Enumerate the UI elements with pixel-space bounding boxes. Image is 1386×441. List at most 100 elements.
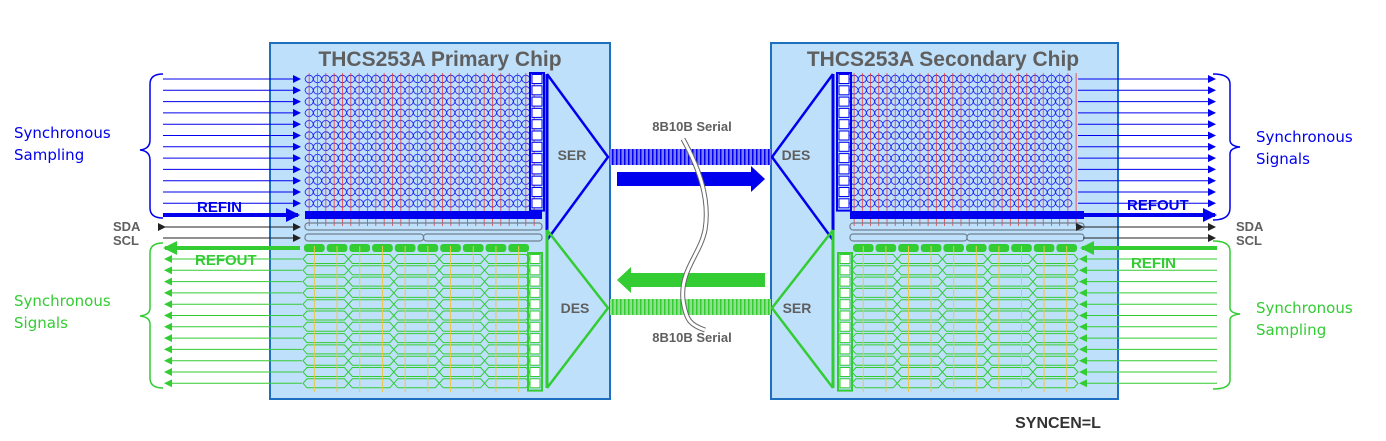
register-cell: [531, 107, 543, 118]
primary-chip-body: [269, 42, 611, 400]
blue-data-row: [304, 74, 531, 84]
primary-green-signal-grid: [302, 244, 543, 392]
green-data-cell: [1032, 276, 1079, 287]
left-top-brace: [139, 73, 164, 219]
reverse-direction-arrow: [617, 267, 765, 293]
register-cell: [838, 119, 850, 130]
register-cell: [531, 74, 543, 84]
register-cell: [838, 164, 850, 175]
left-sampling-inputs: [163, 75, 301, 208]
register-cell: [839, 333, 851, 344]
left-scl-label: SCL: [113, 233, 139, 248]
right-bottom-brace: [1212, 240, 1241, 390]
scl-bus-b: [422, 233, 543, 242]
register-cell: [529, 355, 541, 366]
secondary-blue-signal-grid: [836, 72, 1085, 242]
left-io: REFIN SDA SCL REFOUT Synchronous Samplin…: [14, 73, 302, 389]
register-cell: [529, 344, 541, 355]
blue-data-row: [849, 108, 1073, 118]
sda-bus: [304, 222, 543, 231]
green-data-cell: [1032, 310, 1079, 321]
serial-reverse-lane: [610, 299, 771, 315]
reference-clock-bar: [850, 211, 1084, 219]
register-cell: [839, 355, 851, 366]
green-data-cell: [1032, 367, 1079, 377]
right-top-brace: [1212, 73, 1241, 221]
right-signal-outputs: [1078, 75, 1216, 208]
register-cell: [838, 107, 850, 118]
blue-data-row: [304, 165, 531, 174]
blue-data-row: [304, 131, 531, 140]
register-cell: [838, 175, 850, 186]
secondary-green-sampling-grid: [837, 244, 1079, 392]
register-cell: [529, 299, 541, 310]
serial-top-label: 8B10B Serial: [652, 119, 732, 134]
register-cell: [531, 187, 543, 197]
register-cell: [839, 321, 851, 332]
register-cell: [529, 310, 541, 321]
right-scl-label: SCL: [1236, 233, 1262, 248]
secondary-refout-label: REFOUT: [1127, 197, 1189, 214]
register-cell: [838, 153, 850, 164]
register-column: [529, 72, 545, 212]
register-cell: [529, 321, 541, 332]
blue-data-row: [304, 142, 531, 151]
register-cell: [531, 85, 543, 96]
blue-data-row: [304, 120, 531, 129]
register-cell: [531, 96, 543, 107]
left-bottom-brace: [139, 242, 164, 389]
register-cell: [838, 74, 850, 84]
register-cell: [838, 141, 850, 152]
right-top-group-label: Synchronous Signals: [1256, 128, 1357, 168]
primary-ser-label: SER: [558, 147, 587, 163]
green-data-cell: [1032, 378, 1079, 389]
blue-data-row: [849, 199, 1073, 208]
blue-data-row: [849, 187, 1073, 197]
blue-data-row: [849, 97, 1073, 106]
green-data-cell: [1032, 321, 1079, 332]
green-data-cell: [1032, 287, 1079, 298]
register-cell: [838, 130, 850, 141]
secondary-refin-label: REFIN: [1131, 255, 1176, 272]
register-cell: [531, 141, 543, 152]
blue-data-row: [849, 142, 1073, 151]
primary-des-triangle: [546, 229, 610, 389]
right-sda-label: SDA: [1236, 219, 1264, 234]
blue-data-row: [849, 176, 1073, 185]
reference-clock-bar: [305, 211, 542, 219]
green-data-cell: [1032, 254, 1079, 264]
register-cell: [839, 344, 851, 355]
blue-data-row: [849, 153, 1073, 163]
mode-label: SYNCEN=L: [1015, 415, 1101, 432]
serial-link: 8B10B Serial 8B10B Serial: [610, 119, 771, 345]
blue-data-row: [849, 74, 1073, 84]
blue-data-row: [304, 86, 531, 95]
primary-refin-label: REFIN: [197, 199, 242, 216]
register-cell: [839, 367, 851, 377]
right-bottom-group-label: Synchronous Sampling: [1256, 299, 1357, 339]
left-sda-label: SDA: [113, 219, 141, 234]
green-data-cell: [1032, 344, 1079, 355]
blue-data-row: [304, 199, 531, 208]
green-data-cell: [1032, 265, 1079, 276]
register-cell: [529, 378, 541, 389]
register-cell: [838, 187, 850, 197]
left-top-group-label: Synchronous Sampling: [14, 124, 115, 164]
register-cell: [839, 254, 851, 264]
blue-data-row: [849, 131, 1073, 140]
register-cell: [531, 198, 543, 209]
register-column: [527, 252, 543, 392]
secondary-ser-label: SER: [783, 300, 812, 316]
blue-data-row: [849, 120, 1073, 129]
primary-ser-triangle: [545, 73, 610, 241]
primary-chip: THCS253A Primary Chip SER DES: [269, 42, 611, 400]
blue-data-row: [849, 165, 1073, 174]
primary-refout-label: REFOUT: [195, 252, 257, 269]
green-data-cell: [1032, 355, 1079, 366]
register-cell: [529, 287, 541, 298]
register-cell: [839, 378, 851, 389]
secondary-ser-triangle: [770, 229, 834, 389]
green-data-cell: [1032, 333, 1079, 344]
primary-chip-title: THCS253A Primary Chip: [318, 48, 561, 71]
